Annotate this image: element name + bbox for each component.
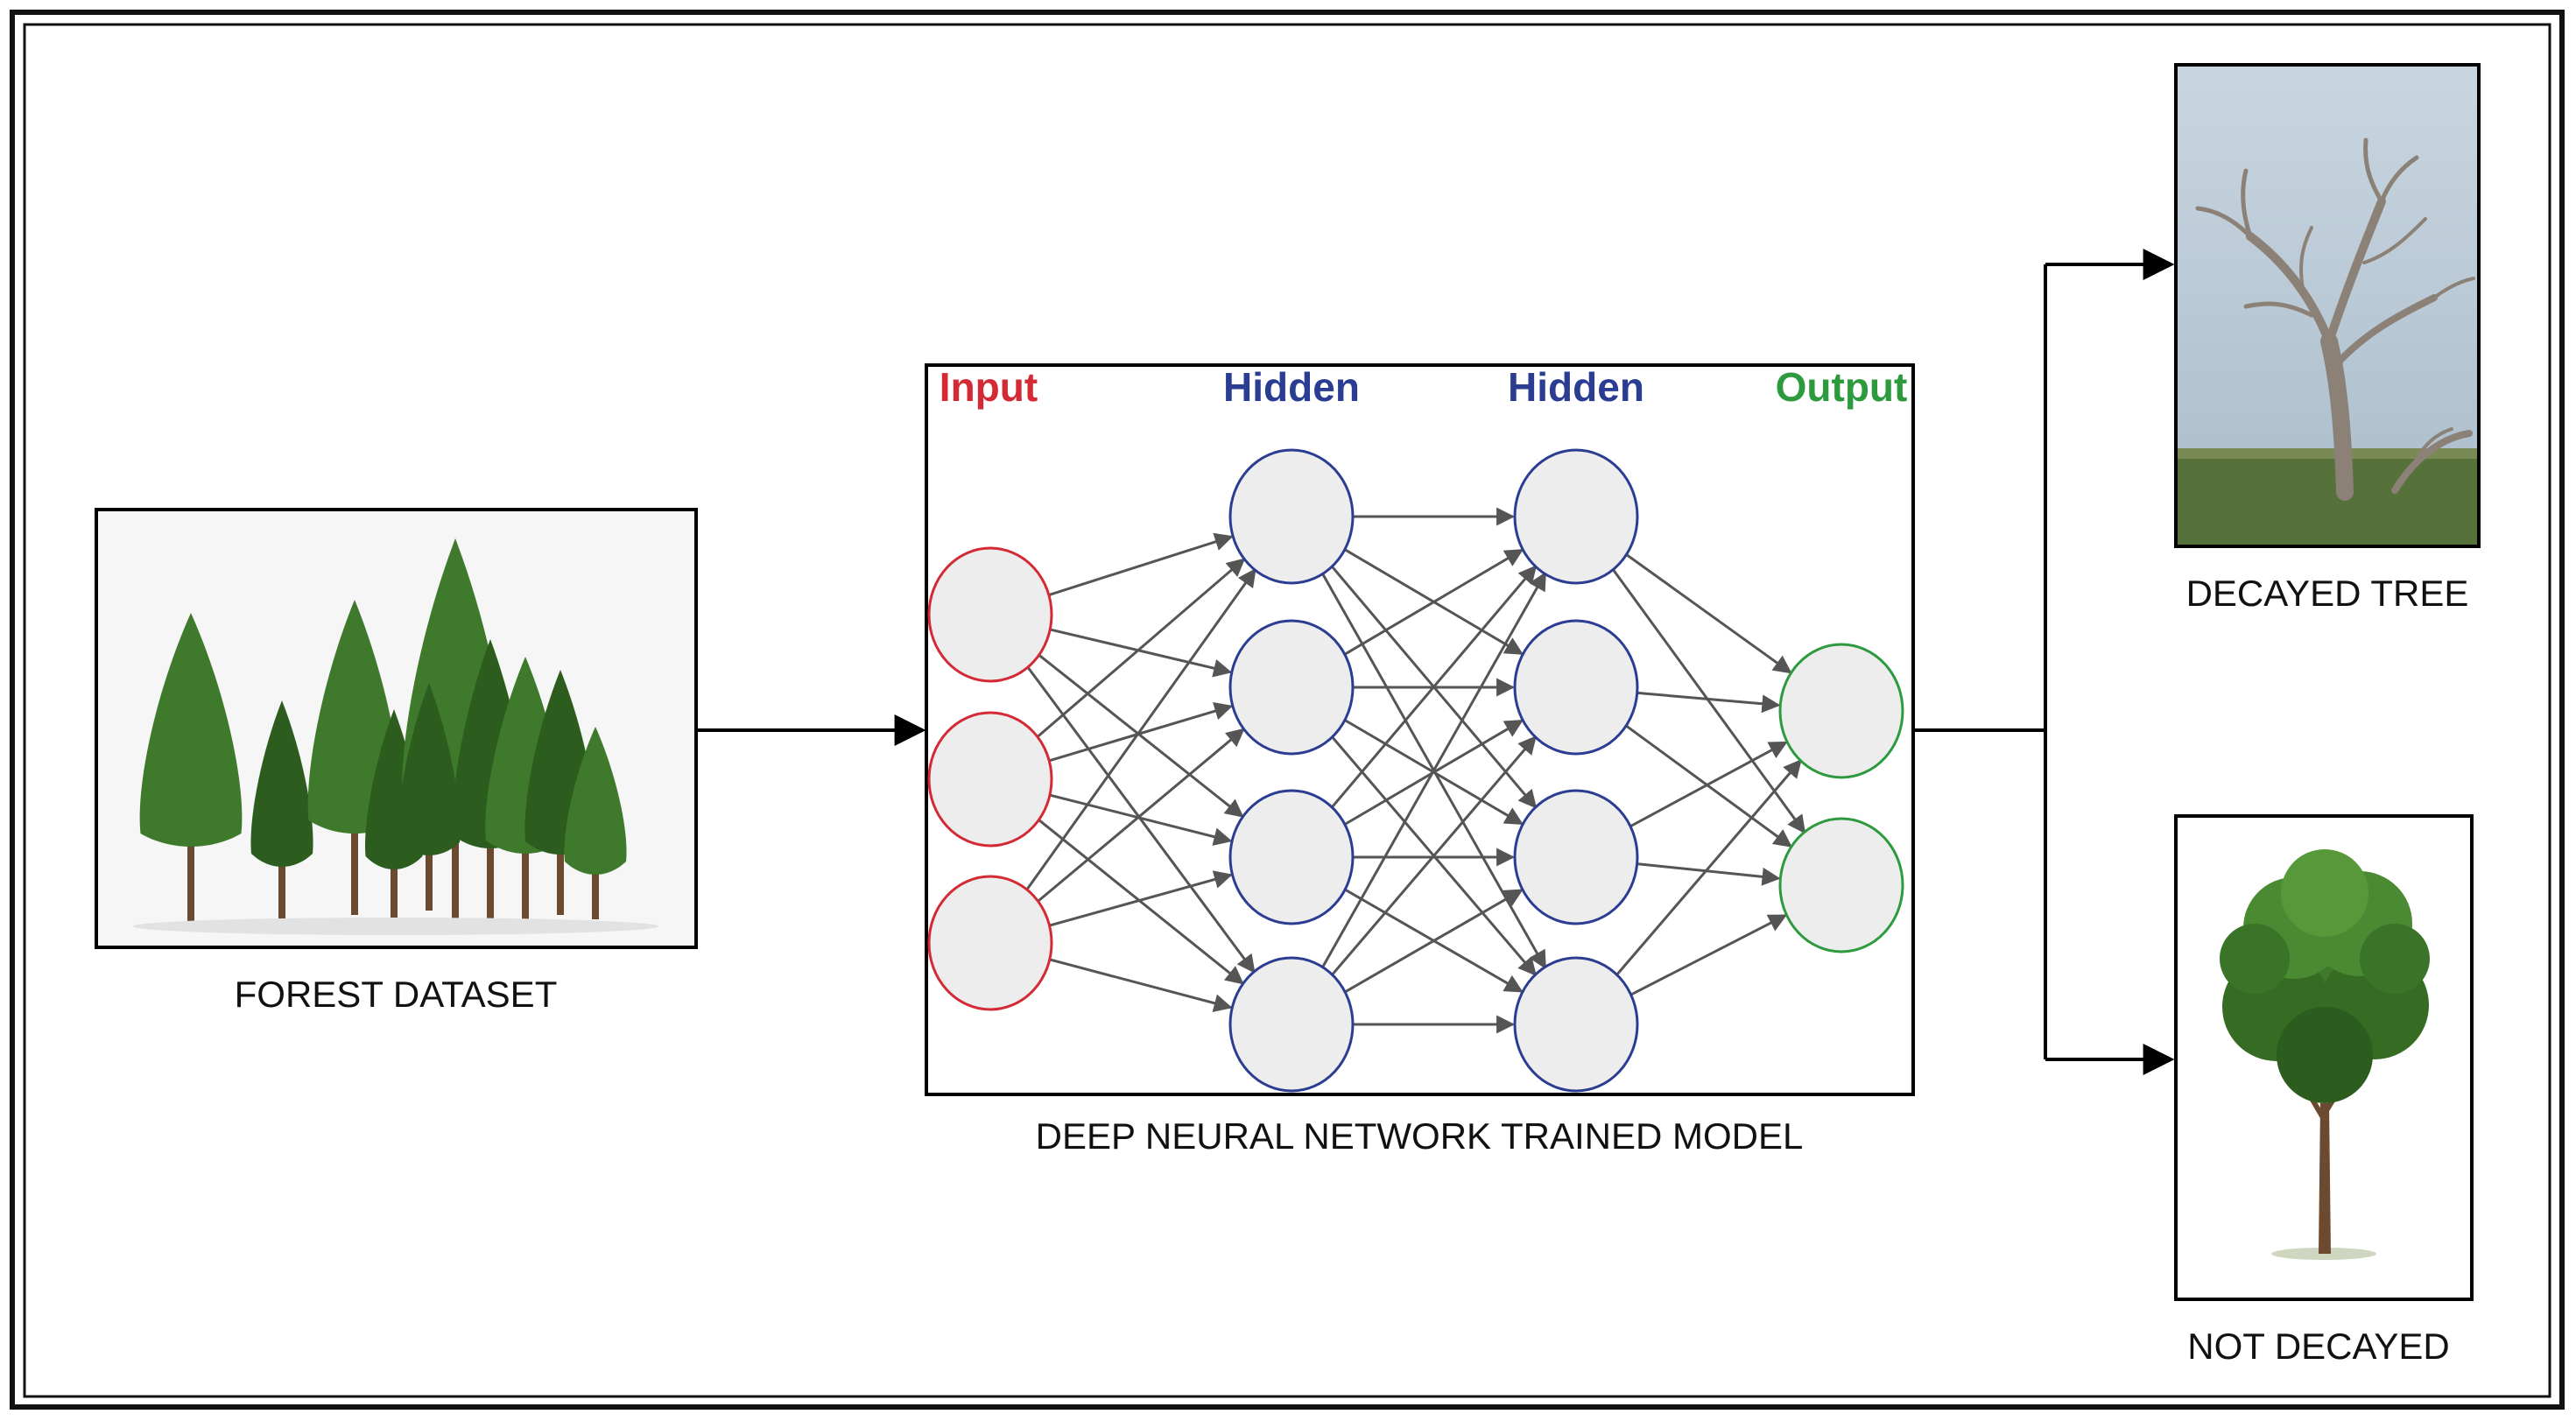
forest-trunk-2 <box>351 805 358 915</box>
decayed-tree-panel: DECAYED TREE <box>2174 63 2481 614</box>
forest-trunk-5 <box>426 831 433 911</box>
nn-edge-1-2-0 <box>1329 565 1538 810</box>
nn-node-3-1 <box>1778 817 1904 953</box>
dead-tree-icon <box>2195 137 2475 501</box>
nn-node-2-3 <box>1513 956 1639 1093</box>
nn-edge-1-3-2 <box>1343 889 1524 994</box>
nn-edge-2-3-1 <box>1629 914 1788 996</box>
inner-frame <box>23 23 2551 1398</box>
nn-edge-0-1-2 <box>1049 793 1233 846</box>
forest-trunk-9 <box>592 852 599 919</box>
outer-frame <box>10 10 2565 1410</box>
nn-node-1-2 <box>1228 789 1355 925</box>
nn-edge-1-1-0 <box>1343 548 1524 657</box>
nn-node-2-2 <box>1513 789 1639 925</box>
dnn-frame <box>925 363 1915 1096</box>
field-horizon <box>2178 448 2477 459</box>
nn-layer-label-1: Hidden <box>1223 364 1360 410</box>
forest-canopy-5 <box>398 683 461 855</box>
forest-canopy-1 <box>250 700 313 867</box>
forest-trunk-1 <box>278 842 285 919</box>
not-decayed-caption: NOT DECAYED <box>2187 1326 2450 1367</box>
nn-edge-2-1-0 <box>1636 691 1781 714</box>
nn-node-2-1 <box>1513 619 1639 756</box>
decayed-tree-caption: DECAYED TREE <box>2186 573 2469 614</box>
forest-trees-icon <box>133 538 658 935</box>
forest-trunk-6 <box>487 821 494 919</box>
nn-layer-labels: Input Hidden Hidden Output <box>940 364 1908 410</box>
nn-edge-2-2-0 <box>1629 741 1788 828</box>
forest-canopy-9 <box>564 727 627 875</box>
nn-edge-2-3-0 <box>1615 759 1802 977</box>
nn-edge-1-3-1 <box>1330 735 1537 977</box>
healthy-tree-icon <box>2220 849 2430 1260</box>
nn-edge-0-2-1 <box>1036 728 1245 904</box>
nn-edge-0-1-0 <box>1035 558 1246 739</box>
nn-edge-0-0-2 <box>1037 653 1244 818</box>
nn-connections <box>1024 507 1806 1034</box>
forest-ground-shadow <box>133 918 658 935</box>
nn-node-0-0 <box>927 546 1053 683</box>
forest-dataset-panel: FOREST DATASET <box>95 508 698 1015</box>
forest-trunk-7 <box>522 827 529 919</box>
nn-node-1-0 <box>1228 448 1355 585</box>
nn-layer-label-0: Input <box>940 364 1038 410</box>
nn-nodes <box>927 448 1904 1093</box>
forest-dataset-caption: FOREST DATASET <box>235 974 558 1015</box>
nn-edge-0-1-1 <box>1048 702 1234 763</box>
forest-trunk-0 <box>187 818 194 928</box>
dnn-model-caption: DEEP NEURAL NETWORK TRAINED MODEL <box>1036 1115 1804 1157</box>
forest-canopy-0 <box>139 613 243 847</box>
nn-node-2-0 <box>1513 448 1639 585</box>
nn-edge-2-0-0 <box>1624 552 1792 674</box>
field-ground <box>2178 455 2477 545</box>
forest-trunk-4 <box>452 789 459 924</box>
nn-layer-label-2: Hidden <box>1508 364 1644 410</box>
forest-trunk-8 <box>557 829 564 915</box>
not-decayed-panel: NOT DECAYED <box>2174 814 2474 1367</box>
nn-edge-2-2-1 <box>1636 862 1781 886</box>
nn-layer-label-3: Output <box>1776 364 1908 410</box>
nn-node-0-1 <box>927 711 1053 848</box>
nn-node-1-3 <box>1228 956 1355 1093</box>
nn-edge-0-2-3 <box>1049 958 1233 1012</box>
nn-node-1-1 <box>1228 619 1355 756</box>
nn-node-0-2 <box>927 875 1053 1011</box>
forest-trunk-3 <box>391 846 398 919</box>
nn-edge-0-2-0 <box>1024 567 1256 892</box>
nn-edge-0-0-0 <box>1048 532 1234 597</box>
nn-edge-0-0-1 <box>1049 628 1233 678</box>
dnn-model-panel: Input Hidden Hidden Output DEEP NEURAL NETW… <box>925 363 1915 1157</box>
nn-edge-1-3-0 <box>1320 571 1547 970</box>
nn-node-3-0 <box>1778 643 1904 779</box>
nn-edge-0-2-2 <box>1048 870 1233 927</box>
